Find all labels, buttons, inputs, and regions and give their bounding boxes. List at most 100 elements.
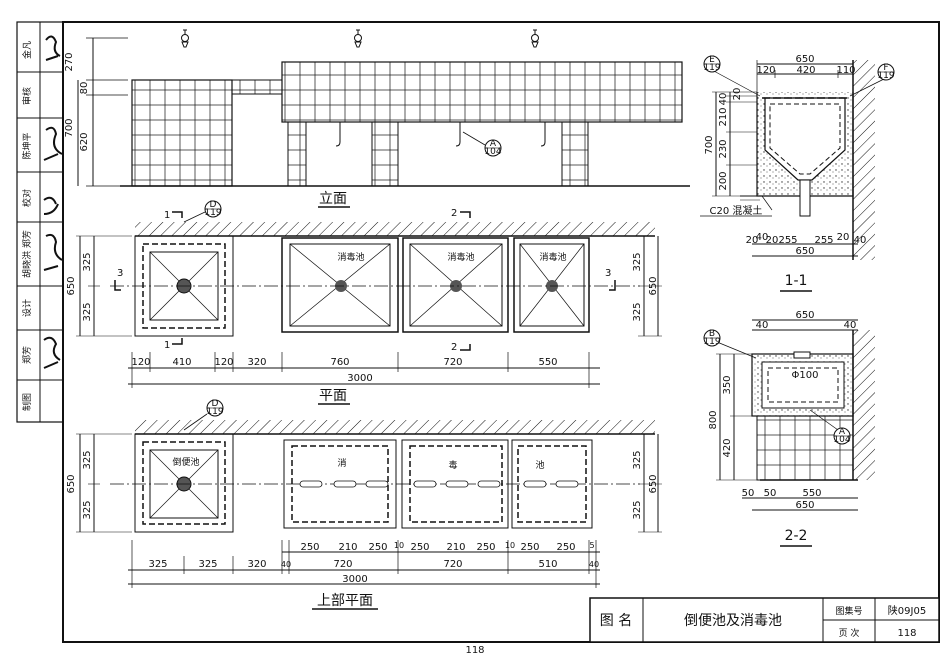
s22-top-40b: 40 xyxy=(844,320,857,331)
s22-b-50a: 50 xyxy=(742,488,755,499)
upper-callout-top: D xyxy=(212,399,219,409)
title-block: 图 名 倒便池及消毒池 图集号 陕09J05 页 次 118 xyxy=(589,597,940,643)
upper-r2-7: 40 xyxy=(589,560,599,569)
plan-pool-label-1: 消毒池 xyxy=(337,251,364,263)
s22-total: 650 xyxy=(795,500,814,511)
s22-callout-r-top: A xyxy=(839,427,846,437)
review-block: 金凡 审核 陈坤平 校对 胡晓洪 郑芳 设计 郑芳 制图 xyxy=(16,21,64,423)
s22-b-550: 550 xyxy=(802,488,821,499)
plan-total: 3000 xyxy=(347,373,372,384)
plan-b-760: 760 xyxy=(330,357,349,368)
s22-b-50b: 50 xyxy=(764,488,777,499)
s22-callout-l-bottom: 119 xyxy=(703,337,720,347)
plan-title: 平面 xyxy=(319,388,347,404)
s22-l-800: 800 xyxy=(708,410,719,429)
elev-dim-80: 80 xyxy=(79,82,90,95)
elev-callout-top: A xyxy=(490,139,497,149)
upper-char-3: 池 xyxy=(535,459,544,471)
signature xyxy=(43,126,63,161)
plan-left-325a: 325 xyxy=(82,252,93,271)
plan-pool-label-3: 消毒池 xyxy=(539,251,566,263)
upper-plan-view: 倒便池 消 毒 池 D 119 650 325 325 xyxy=(66,399,662,610)
s22-top-40a: 40 xyxy=(756,320,769,331)
elevation-view: 270 80 700 620 A 104 立面 xyxy=(64,29,690,208)
page-number: 118 xyxy=(465,645,484,656)
s22-pipe: Φ100 xyxy=(792,370,819,381)
elev-dim-270: 270 xyxy=(64,52,75,71)
title-label: 图 名 xyxy=(600,613,632,629)
upper-plan-title: 上部平面 xyxy=(317,593,373,609)
plan-mark-2b: 2 xyxy=(451,342,457,353)
s22-l-350: 350 xyxy=(722,375,733,394)
plan-mark-3b: 3 xyxy=(605,268,611,279)
upper-r2-4: 720 xyxy=(333,559,352,570)
upper-r2-2: 320 xyxy=(247,559,266,570)
upper-right-325b: 325 xyxy=(632,500,643,519)
s11-b-3: 255 xyxy=(778,235,797,246)
upper-r2-0: 325 xyxy=(148,559,167,570)
section11-title: 1-1 xyxy=(785,273,808,289)
plan-b-120b: 120 xyxy=(214,357,233,368)
upper-r2-3: 40 xyxy=(281,560,291,569)
review-row-3: 校对 xyxy=(21,189,33,207)
upper-right-650: 650 xyxy=(648,474,659,493)
s11-l-40: 40 xyxy=(718,93,729,106)
plan-pool-label-2: 消毒池 xyxy=(447,251,474,263)
review-row-6: 郑芳 xyxy=(21,346,33,364)
s11-l-200: 200 xyxy=(718,171,729,190)
s11-b-2: 20 xyxy=(766,235,779,246)
elevation-title: 立面 xyxy=(319,191,347,207)
plan-mark-1a: 1 xyxy=(164,210,170,221)
s22-top-650: 650 xyxy=(795,310,814,321)
plan-mark-1b: 1 xyxy=(164,340,170,351)
review-row-2: 陈坤平 xyxy=(21,132,33,159)
s11-callout-r-bottom: 119 xyxy=(877,71,894,81)
plan-callout-top: D xyxy=(210,200,217,210)
s11-l-700: 700 xyxy=(704,135,715,154)
signature xyxy=(45,35,61,61)
upper-r1-0: 250 xyxy=(300,542,319,553)
review-row-0: 金凡 xyxy=(21,41,33,59)
upper-r1-1: 210 xyxy=(338,542,357,553)
s11-top-110: 110 xyxy=(836,65,855,76)
s11-callout-l-top: E xyxy=(709,55,715,65)
plan-right-650: 650 xyxy=(648,276,659,295)
signature xyxy=(43,196,63,271)
plan-left-325b: 325 xyxy=(82,302,93,321)
s11-b-4: 255 xyxy=(814,235,833,246)
faucet-icon xyxy=(531,29,539,48)
s11-callout-r-top: F xyxy=(883,63,888,73)
review-row-4: 胡晓洪 郑芳 xyxy=(21,230,33,278)
s11-top-420: 420 xyxy=(796,65,815,76)
upper-right-325a: 325 xyxy=(632,450,643,469)
drawing-name: 倒便池及消毒池 xyxy=(684,613,782,629)
upper-r1-2: 250 xyxy=(368,542,387,553)
plan-b-720: 720 xyxy=(443,357,462,368)
section22-title: 2-2 xyxy=(785,528,808,544)
faucet-icon xyxy=(354,29,362,48)
s11-total: 650 xyxy=(795,246,814,257)
upper-r2-6: 510 xyxy=(538,559,557,570)
plan-mark-3a: 3 xyxy=(117,268,123,279)
s22-l-420: 420 xyxy=(722,438,733,457)
plan-b-120a: 120 xyxy=(131,357,150,368)
elev-callout-bottom: 104 xyxy=(484,147,501,157)
plan-b-320: 320 xyxy=(247,357,266,368)
upper-r1-8: 250 xyxy=(520,542,539,553)
s11-l-20: 20 xyxy=(732,88,743,101)
plan-right-325a: 325 xyxy=(632,252,643,271)
upper-r1-3: 10 xyxy=(394,541,404,550)
upper-left-650: 650 xyxy=(66,474,77,493)
elev-dim-620: 620 xyxy=(79,132,90,151)
plan-mark-2a: 2 xyxy=(451,208,457,219)
s11-callout-l-bottom: 119 xyxy=(703,63,720,73)
upper-r1-9: 250 xyxy=(556,542,575,553)
page-label: 页 次 xyxy=(839,627,860,639)
review-row-5: 设计 xyxy=(21,299,33,317)
section-2-2: Φ100 650 40 40 350 800 420 B 119 A 104 5… xyxy=(703,310,875,547)
s22-callout-l-top: B xyxy=(709,329,715,339)
s11-b-5: 20 xyxy=(837,232,850,243)
s11-l-210: 210 xyxy=(718,107,729,126)
